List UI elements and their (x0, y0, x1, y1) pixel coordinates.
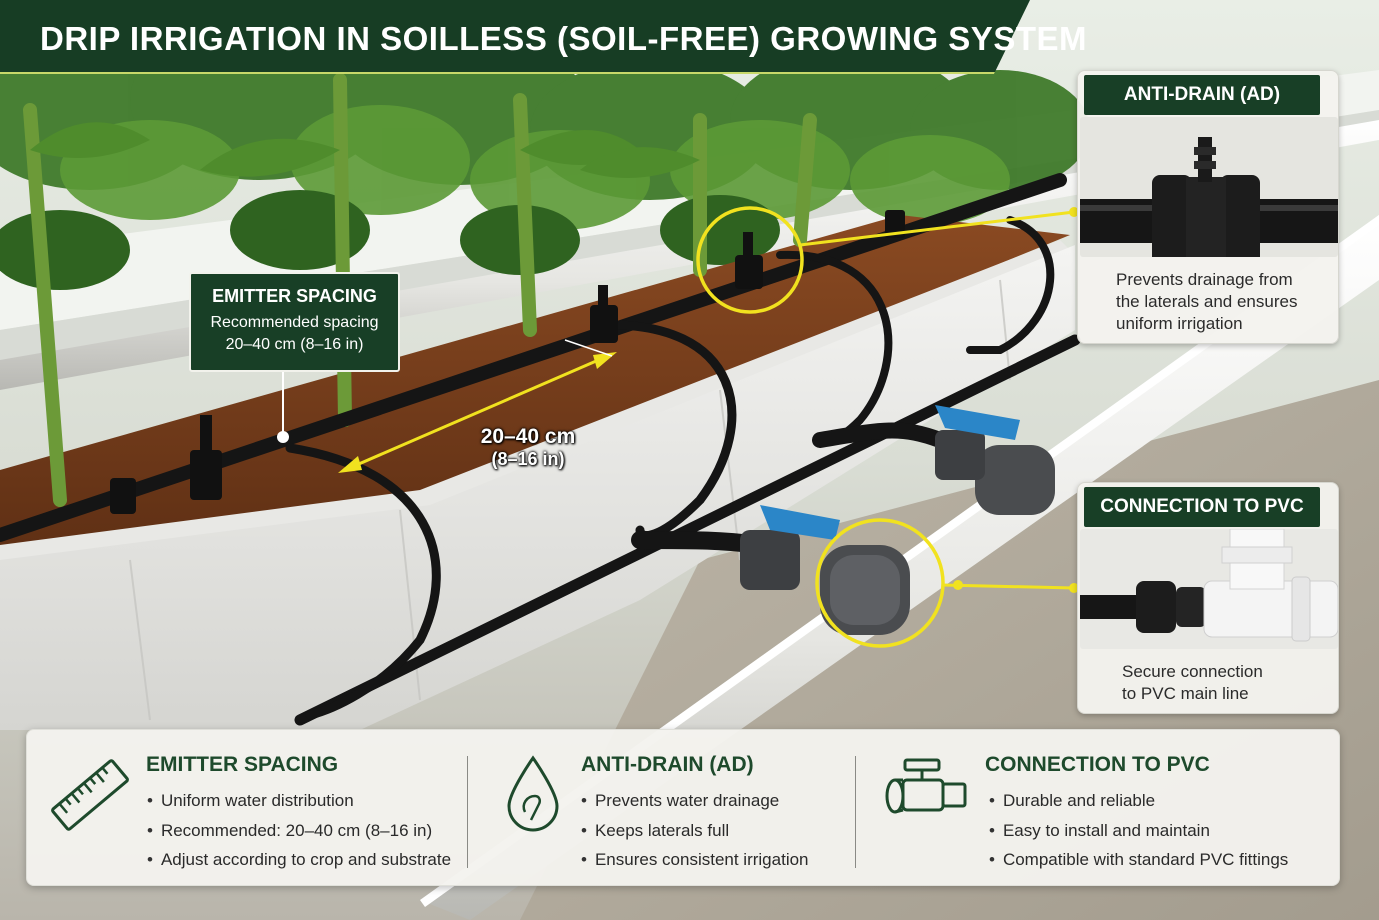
feature-2-item-3: Ensures consistent irrigation (581, 845, 809, 875)
pvc-connection-panel: CONNECTION TO PVC Secure connection to P… (1077, 482, 1339, 714)
ruler-icon (51, 759, 129, 831)
anti-drain-panel: ANTI-DRAIN (AD) Prevents drainage from t… (1077, 70, 1339, 344)
faucet-pipe-icon (885, 758, 967, 814)
callout-line-2: 20–40 cm (8–16 in) (225, 336, 364, 353)
feature-pvc-connection: CONNECTION TO PVC Durable and reliable E… (877, 730, 1337, 887)
feature-3-item-2: Easy to install and maintain (989, 816, 1288, 846)
emitter-spacing-callout: EMITTER SPACING Recommended spacing 20–4… (189, 272, 400, 372)
title-bar (0, 0, 1030, 74)
feature-1-title: EMITTER SPACING (146, 753, 339, 776)
dimension-label: 20–40 cm (8–16 in) (458, 425, 598, 470)
pvc-text-line-2: to PVC main line (1122, 684, 1249, 703)
pvc-connector-photo (1080, 529, 1338, 649)
feature-1-item-2: Recommended: 20–40 cm (8–16 in) (147, 816, 451, 846)
feature-divider-2 (855, 756, 856, 868)
anti-drain-heading: ANTI-DRAIN (AD) (1084, 75, 1320, 115)
anti-drain-valve-icon (1080, 137, 1338, 257)
feature-3-list: Durable and reliable Easy to install and… (989, 786, 1288, 875)
feature-divider-1 (467, 756, 468, 868)
pvc-connector-icon (1080, 529, 1338, 642)
page-title: DRIP IRRIGATION IN SOILLESS (SOIL-FREE) … (40, 20, 1087, 57)
callout-heading: EMITTER SPACING (212, 286, 377, 306)
feature-3-title: CONNECTION TO PVC (985, 753, 1210, 776)
pvc-description: Secure connection to PVC main line (1122, 661, 1322, 705)
dimension-line-1: 20–40 cm (480, 425, 576, 448)
feature-2-item-1: Prevents water drainage (581, 786, 809, 816)
anti-drain-text-line-1: Prevents drainage from (1116, 270, 1293, 289)
pvc-heading: CONNECTION TO PVC (1084, 487, 1320, 527)
anti-drain-description: Prevents drainage from the laterals and … (1116, 269, 1326, 335)
feature-anti-drain: ANTI-DRAIN (AD) Prevents water drainage … (489, 730, 849, 887)
pvc-text-line-1: Secure connection (1122, 662, 1263, 681)
feature-2-title: ANTI-DRAIN (AD) (581, 753, 754, 776)
features-panel: EMITTER SPACING Uniform water distributi… (26, 729, 1340, 886)
callout-line-1: Recommended spacing (210, 314, 379, 331)
feature-emitter-spacing: EMITTER SPACING Uniform water distributi… (27, 730, 467, 887)
feature-3-item-3: Compatible with standard PVC fittings (989, 845, 1288, 875)
feature-2-list: Prevents water drainage Keeps laterals f… (581, 786, 809, 875)
anti-drain-text-line-2: the laterals and ensures (1116, 292, 1298, 311)
feature-1-list: Uniform water distribution Recommended: … (147, 786, 451, 875)
water-drop-icon (507, 755, 559, 832)
anti-drain-valve-photo (1080, 117, 1338, 257)
feature-2-item-2: Keeps laterals full (581, 816, 809, 846)
anti-drain-text-line-3: uniform irrigation (1116, 314, 1243, 333)
feature-1-item-3: Adjust according to crop and substrate (147, 845, 451, 875)
feature-1-item-1: Uniform water distribution (147, 786, 451, 816)
feature-3-item-1: Durable and reliable (989, 786, 1288, 816)
dimension-line-2: (8–16 in) (491, 449, 565, 469)
